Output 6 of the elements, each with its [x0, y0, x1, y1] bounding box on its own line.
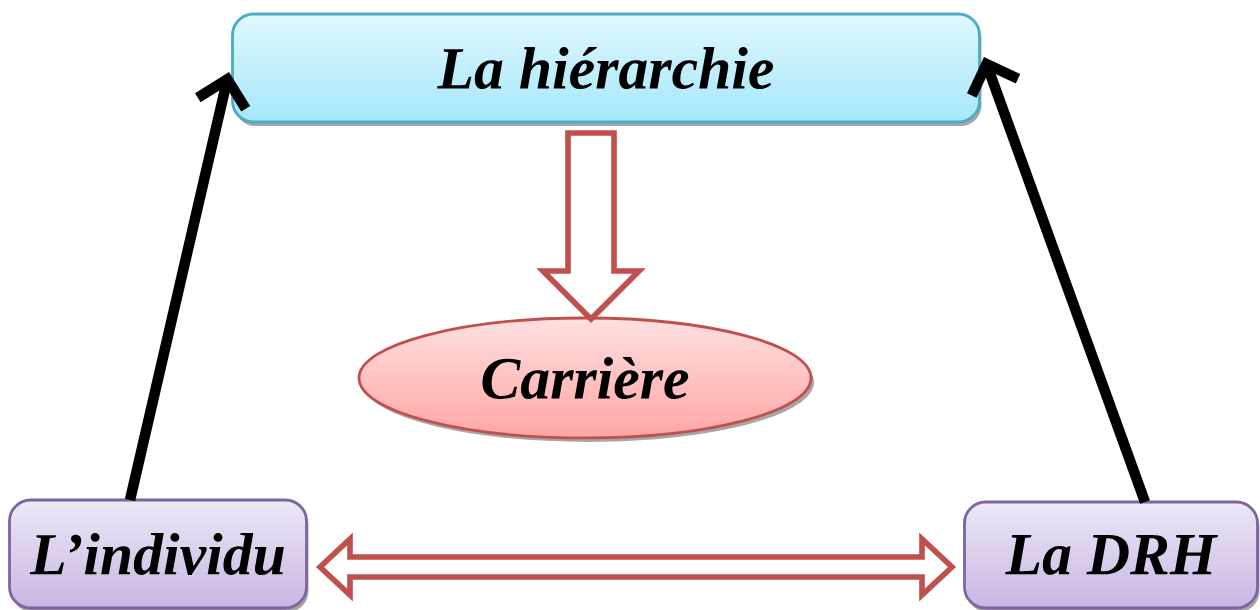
arrow	[967, 57, 1150, 504]
arrow	[124, 72, 251, 502]
title-box: La hiérarchie	[231, 12, 982, 126]
block-arrow	[536, 130, 646, 323]
actor-box: La DRH	[963, 500, 1260, 610]
actor-box: L’individu	[8, 498, 309, 610]
